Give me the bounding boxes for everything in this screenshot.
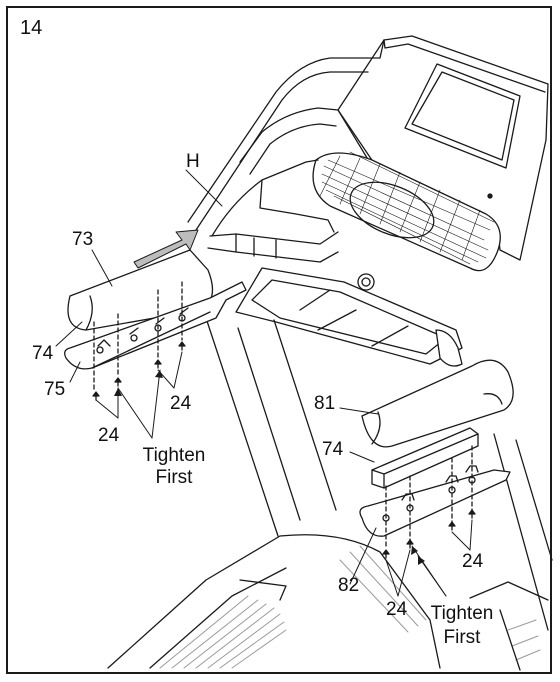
step-number: 14 [20, 17, 43, 39]
label-part-73: 73 [72, 229, 94, 250]
treadmill-deck [107, 534, 549, 671]
upright-legs [205, 317, 553, 631]
label-first-right: First [443, 627, 481, 648]
label-screw-24-right-a: 24 [386, 599, 408, 620]
console-tray [235, 267, 463, 367]
label-part-75: 75 [44, 379, 66, 400]
label-screw-24-right-b: 24 [462, 551, 484, 572]
left-end-cap-75 [64, 281, 247, 370]
label-first-left: First [155, 467, 193, 488]
direction-arrow [133, 229, 199, 269]
label-screw-24-left-b: 24 [170, 393, 192, 414]
label-part-74-right: 74 [322, 439, 344, 460]
leader-arrowheads [114, 370, 425, 565]
leader-lines [55, 169, 473, 597]
speaker-grille [312, 151, 501, 272]
left-screws-24 [92, 341, 186, 401]
right-hidden-lines [385, 445, 473, 549]
right-handrail-cover-81 [361, 359, 514, 448]
console-button [487, 193, 493, 199]
upright-frame [187, 39, 385, 263]
right-end-cap-74 [371, 427, 479, 489]
label-screw-24-left-a: 24 [98, 425, 120, 446]
label-h-handrail: H [186, 151, 200, 172]
right-end-cap-82 [359, 465, 511, 537]
left-hidden-lines [93, 281, 183, 391]
label-tighten-right: Tighten [430, 603, 494, 624]
label-tighten-left: Tighten [142, 445, 206, 466]
label-part-82: 82 [338, 575, 360, 596]
console-display [404, 63, 521, 169]
tread-ribs [159, 545, 541, 669]
label-part-81: 81 [314, 393, 336, 414]
label-part-74-left: 74 [32, 343, 54, 364]
right-screws-24 [382, 509, 476, 559]
